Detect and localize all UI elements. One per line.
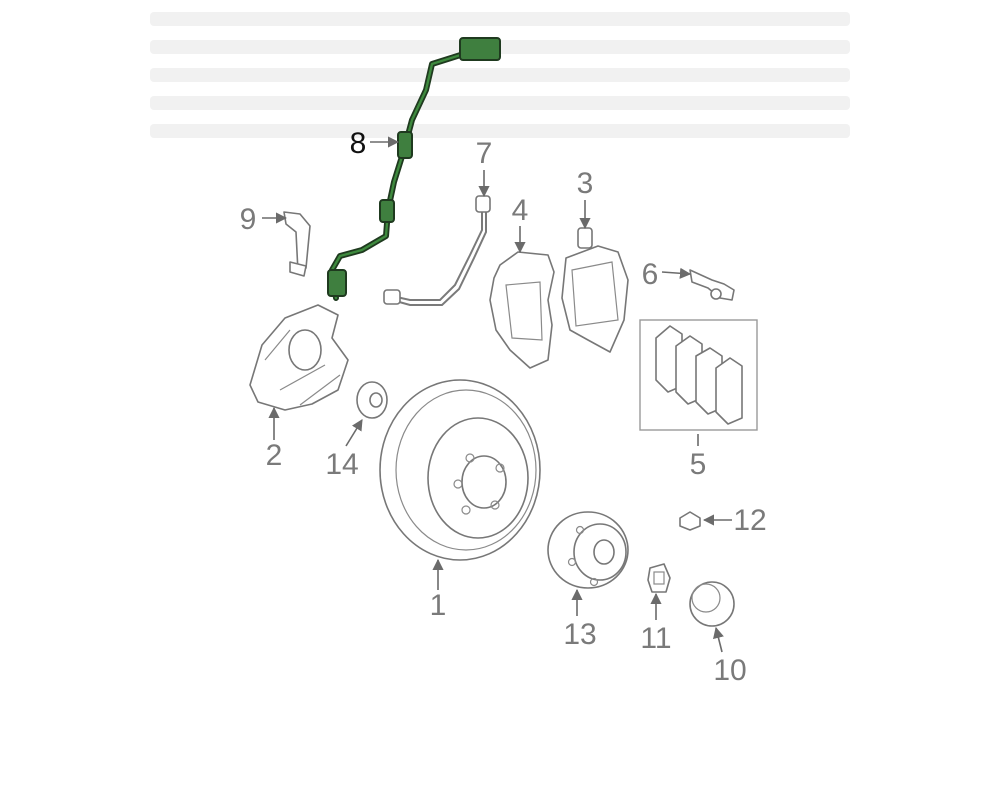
part-13-wheel-hub [547, 511, 629, 589]
callout-10: 10 [713, 654, 746, 687]
part-14-spacer [356, 381, 388, 419]
part-10-hub-cap [689, 581, 735, 627]
callout-leaders [262, 136, 732, 653]
callout-1: 1 [430, 589, 447, 622]
callout-11: 11 [640, 622, 671, 655]
part-9-sensor-bracket [283, 211, 311, 277]
callout-4: 4 [512, 194, 529, 227]
part-8-wheel-speed-sensor [327, 37, 501, 301]
part-12-bolt [679, 511, 701, 531]
callout-5: 5 [690, 448, 707, 481]
callout-14: 14 [325, 448, 358, 481]
watermark [150, 12, 850, 138]
callout-labels: 1 2 3 4 5 6 7 8 9 10 11 12 13 14 [240, 127, 767, 687]
callout-9: 9 [240, 203, 257, 236]
callout-7: 7 [476, 137, 493, 170]
callout-3: 3 [577, 167, 594, 200]
callout-13: 13 [563, 618, 596, 651]
callout-12: 12 [733, 504, 766, 537]
part-11-nut [647, 563, 671, 593]
part-7-brake-hose [383, 195, 491, 306]
part-6-wear-sensor [689, 269, 735, 301]
part-1-brake-rotor [379, 379, 541, 561]
callout-8: 8 [350, 127, 367, 160]
callout-6: 6 [642, 258, 659, 291]
part-3-brake-caliper [561, 227, 629, 353]
part-2-dust-shield [249, 304, 349, 411]
callout-2: 2 [266, 439, 283, 472]
part-5-brake-pads [639, 319, 758, 431]
part-4-caliper-bracket [489, 251, 555, 369]
